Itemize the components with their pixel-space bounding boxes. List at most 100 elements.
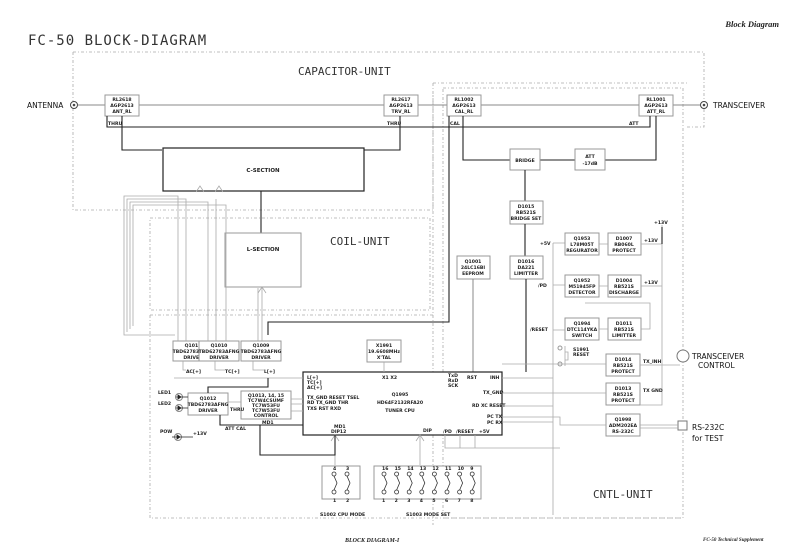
bridge-block: BRIDGE (509, 148, 541, 171)
l-section-block: L-SECTION (224, 232, 302, 288)
s1991-reset-label: RESET (573, 352, 590, 358)
driver-input-bus (174, 361, 303, 379)
svg-text:RST: RST (467, 375, 478, 381)
cal-path (462, 116, 575, 161)
led1-label: LED1 (158, 390, 171, 396)
svg-text:RD TX_GND THR: RD TX_GND THR (307, 400, 349, 406)
svg-text:L78M05T: L78M05T (570, 242, 594, 248)
relay-ant-rl: RL2618 AGP2613 ANT_RL THRU (104, 94, 140, 127)
att-cal-label: ATT CAL (225, 426, 246, 432)
svg-text:Q1994: Q1994 (574, 321, 591, 327)
svg-text:THRU: THRU (108, 121, 123, 127)
dip-toggle-icon[interactable] (344, 471, 351, 495)
relay-control-bus (106, 116, 651, 128)
driver3-block: Q1009 TBD62783AFNG DRIVER (240, 340, 282, 362)
svg-text:DRIVER: DRIVER (183, 355, 203, 361)
svg-text:RB521S: RB521S (614, 284, 634, 290)
antenna-label: ANTENNA (27, 101, 64, 110)
svg-text:RL2617: RL2617 (391, 97, 410, 103)
svg-text:PROTECT: PROTECT (611, 398, 635, 404)
svg-text:THRU: THRU (387, 121, 402, 127)
reset-switch-contact (557, 345, 563, 351)
svg-text:24LC16BI: 24LC16BI (461, 265, 486, 271)
reset-switch-icon[interactable] (564, 346, 569, 366)
svg-text:D1004: D1004 (616, 278, 633, 284)
l-signal-label: L[+] (264, 369, 275, 375)
svg-text:X1 X2: X1 X2 (382, 375, 397, 381)
power-column (552, 242, 565, 515)
cpu-bottom-bus (444, 435, 560, 449)
dip-toggle-icon[interactable] (444, 471, 451, 495)
dip-toggle-icon[interactable] (394, 471, 401, 495)
svg-text:Q1013, 14, 15: Q1013, 14, 15 (248, 393, 284, 399)
s1002-cpu-mode-switch[interactable]: 4 3 1 2 S1002 CPU MODE (320, 465, 365, 518)
s1003-mode-set-switch[interactable]: S1003 MODE SET (373, 465, 482, 518)
svg-text:/RESET: /RESET (456, 429, 475, 435)
svg-text:D1014: D1014 (615, 357, 632, 363)
driver2-block: Q1010 TBD62783AFNG DRIVER (198, 340, 240, 362)
svg-text:CAL_RL: CAL_RL (455, 109, 474, 115)
svg-text:X1991: X1991 (376, 343, 392, 349)
svg-text:Q1011: Q1011 (185, 343, 202, 349)
svg-text:DIP: DIP (423, 428, 433, 434)
svg-text:D1015: D1015 (518, 204, 535, 210)
dip-toggle-icon[interactable] (419, 471, 426, 495)
tx-inh-label: TX_INH (643, 359, 662, 365)
svg-text:PROTECT: PROTECT (611, 369, 635, 375)
svg-text:DRIVER: DRIVER (198, 408, 218, 414)
dip-top-pin-label: 11 (445, 466, 451, 472)
svg-text:TBD62783AFNG: TBD62783AFNG (188, 402, 229, 408)
transceiver-control-label-2: CONTROL (698, 361, 735, 370)
dip-toggle-icon[interactable] (469, 471, 476, 495)
dip-toggle-icon[interactable] (381, 471, 388, 495)
svg-text:S1002 CPU MODE: S1002 CPU MODE (320, 512, 365, 518)
rs232-connector-icon[interactable] (677, 420, 688, 431)
driver-output-arrows (195, 185, 267, 294)
svg-text:AGP2613: AGP2613 (644, 103, 667, 109)
svg-text:Q1001: Q1001 (465, 259, 482, 265)
svg-text:RB521S: RB521S (614, 327, 634, 333)
svg-text:Q1009: Q1009 (253, 343, 270, 349)
regulator-block: Q1953 L78M05T REGURATOR (564, 232, 600, 256)
svg-text:+5V: +5V (479, 429, 490, 435)
svg-text:CONTROL: CONTROL (254, 413, 279, 419)
relay-att-rl: RL1001 AGP2613 ATT_RL ATT (629, 94, 674, 127)
relay-to-csection (121, 116, 401, 151)
dip-toggle-icon[interactable] (331, 471, 338, 495)
svg-text:RB521S: RB521S (613, 392, 633, 398)
svg-text:C-SECTION: C-SECTION (246, 168, 280, 174)
transceiver-control-label: TRANSCEIVER (691, 352, 744, 361)
transceiver-connector-pin (702, 103, 706, 107)
dip-top-pin-label: 13 (420, 466, 426, 472)
control-to-cpu-lines (228, 398, 303, 412)
driver-output-bus (123, 195, 263, 341)
dip-toggle-icon[interactable] (457, 471, 464, 495)
led1-icon (175, 393, 188, 401)
svg-text:LIMITTER: LIMITTER (612, 333, 636, 339)
switch-block: Q1994 DTC114YKA SWITCH (564, 317, 600, 341)
svg-text:RB060L: RB060L (614, 242, 634, 248)
reset-label: /RESET (530, 327, 549, 333)
svg-text:EEPROM: EEPROM (462, 271, 484, 277)
svg-text:1: 1 (333, 498, 336, 504)
svg-text:AGP2613: AGP2613 (110, 103, 133, 109)
dip-toggle-icon[interactable] (406, 471, 413, 495)
svg-text:SWITCH: SWITCH (572, 333, 593, 339)
svg-text:TX_GND RESET TSEL: TX_GND RESET TSEL (307, 395, 359, 401)
dip-toggle-icon[interactable] (431, 471, 438, 495)
protect3-block: D1013 RB521S PROTECT (605, 382, 641, 406)
svg-text:RB521S: RB521S (613, 363, 633, 369)
svg-text:ATT: ATT (585, 154, 595, 160)
svg-text:2: 2 (346, 498, 349, 504)
svg-text:TBD62783AFNG: TBD62783AFNG (241, 349, 282, 355)
capacitor-unit-label: CAPACITOR-UNIT (298, 65, 391, 78)
att-path (605, 116, 657, 161)
c-section-block: C-SECTION (162, 147, 365, 192)
transceiver-control-connector-icon[interactable] (676, 349, 690, 363)
svg-text:LIMITTER: LIMITTER (514, 271, 538, 277)
svg-text:PROTECT: PROTECT (612, 248, 636, 254)
led2-icon (175, 404, 188, 412)
dip-bottom-pin-label: 8 (470, 498, 473, 504)
svg-text:TC[+]: TC[+] (307, 380, 322, 386)
svg-text:RB521S: RB521S (516, 210, 536, 216)
